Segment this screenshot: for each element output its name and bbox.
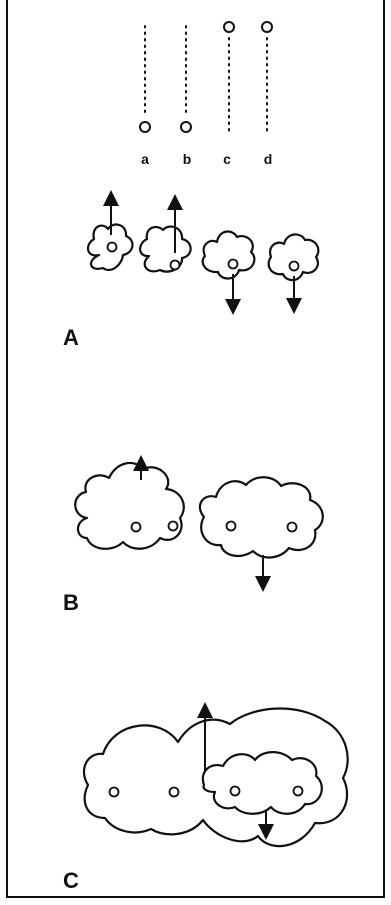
cloud-a4 xyxy=(267,233,320,282)
point-c xyxy=(223,21,235,33)
label-c: c xyxy=(223,151,231,167)
center-b1b xyxy=(167,520,179,532)
panel-c: C xyxy=(63,702,349,893)
center-a4 xyxy=(288,260,300,272)
point-a xyxy=(139,121,151,133)
center-c1 xyxy=(108,786,120,798)
center-a3 xyxy=(227,258,239,270)
figure-frame xyxy=(6,0,385,898)
cloud-b1 xyxy=(74,461,185,550)
center-b2b xyxy=(286,521,298,533)
label-a: a xyxy=(141,151,149,167)
center-c4 xyxy=(292,785,304,797)
center-b2a xyxy=(225,520,237,532)
cloud-b2 xyxy=(198,476,324,559)
panel-b: B xyxy=(63,455,324,615)
top-sequence-diagram: a b c d xyxy=(139,21,273,167)
center-a2 xyxy=(169,259,181,271)
cloud-c-inner xyxy=(201,751,323,815)
panel-label-b: B xyxy=(63,590,79,615)
label-d: d xyxy=(264,151,273,167)
center-c2 xyxy=(168,786,180,798)
center-c3 xyxy=(229,785,241,797)
panel-label-c: C xyxy=(63,868,79,893)
center-a1 xyxy=(106,241,118,253)
point-b xyxy=(180,121,192,133)
label-b: b xyxy=(183,151,192,167)
point-d xyxy=(261,21,273,33)
panel-a: A xyxy=(63,190,320,350)
center-b1a xyxy=(130,521,142,533)
cloud-a3 xyxy=(201,230,256,280)
cloud-a2 xyxy=(139,225,192,273)
panel-label-a: A xyxy=(63,325,79,350)
